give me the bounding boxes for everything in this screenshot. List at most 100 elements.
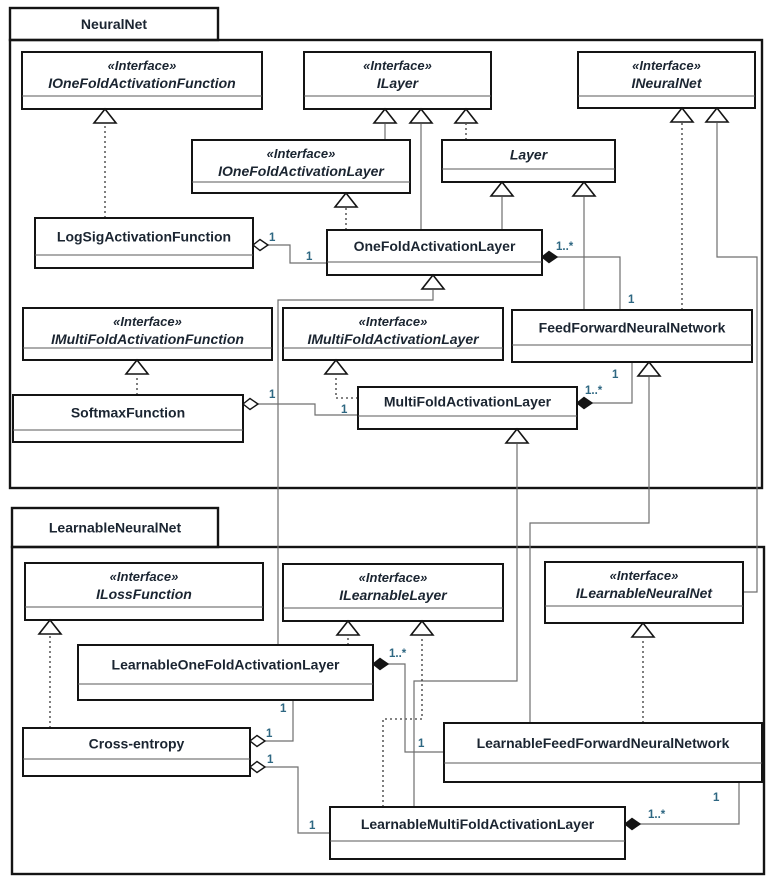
edge-softmax-aggregates-multifold	[257, 403, 358, 416]
node-frame	[357, 386, 578, 430]
edge-crossentropy-aggregates-lmfal	[264, 766, 330, 834]
package-body	[10, 545, 766, 876]
node-name-label: LearnableOneFoldActivationLayer	[112, 657, 340, 673]
class-box-LearnableMultiFoldActivationLayer: LearnableMultiFoldActivationLayer	[329, 806, 626, 860]
edge-lffnn-extends-ffnn	[529, 377, 650, 723]
multiplicity-label: 1	[341, 404, 348, 416]
node-frame	[12, 394, 244, 443]
interface-box-ILayer: «Interface» ILayer	[303, 51, 492, 110]
edge-logsig-aggregates-onefold	[267, 244, 327, 264]
edge-multifold-composes-ffnn	[591, 362, 633, 404]
triangle-arrowhead-onefold-realizes-ionefoldlayer	[333, 191, 359, 208]
triangle-arrowhead-lmfal-realizes-ilearnablelayer	[409, 619, 435, 636]
hollow-diamond-softmax-aggregates-multifold	[241, 397, 260, 411]
stereotype-label: «Interface»	[267, 146, 336, 161]
triangle-arrowhead-lffnn-extends-ffnn	[636, 360, 662, 377]
class-box-MultiFoldActivationLayer: MultiFoldActivationLayer	[357, 386, 578, 430]
node-name-label: LogSigActivationFunction	[57, 229, 231, 245]
triangle-arrowhead-onefold-extends-ilayer	[408, 107, 434, 124]
package-body	[8, 38, 764, 490]
node-frame	[22, 727, 251, 777]
stereotype-label: «Interface»	[110, 569, 179, 584]
stereotype-label: «Interface»	[359, 570, 428, 585]
node-frame	[24, 562, 264, 621]
edge-ilearnablenn-extends-ineuralnet	[716, 123, 758, 593]
node-name-label: MultiFoldActivationLayer	[384, 394, 552, 410]
filled-diamond-onefold-composes-ffnn	[540, 250, 559, 264]
hollow-diamond-crossentropy-aggregates-lmfal	[248, 760, 267, 774]
node-name-label: LearnableFeedForwardNeuralNetwork	[477, 735, 730, 751]
node-frame	[21, 51, 263, 110]
node-name-label: SoftmaxFunction	[71, 405, 185, 421]
edge-lmfal-extends-multifold	[413, 444, 518, 807]
edge-lmfal-realizes-ilearnablelayer	[382, 636, 423, 807]
class-box-SoftmaxFunction: SoftmaxFunction	[12, 394, 244, 443]
multiplicity-label: 1	[267, 754, 274, 766]
interface-box-ILearnableLayer: «Interface»ILearnableLayer	[282, 563, 504, 622]
node-frame	[303, 51, 492, 110]
triangle-arrowhead-ffnn-extends-layer	[571, 180, 597, 197]
node-name-label: LearnableMultiFoldActivationLayer	[361, 816, 595, 832]
triangle-arrowhead-softmax-realizes-imultifoldfunction	[124, 358, 150, 375]
multiplicity-label: 1	[306, 251, 313, 263]
filled-diamond-multifold-composes-ffnn	[575, 396, 594, 410]
edge-crossentropy-aggregates-lofal	[264, 700, 294, 742]
class-box-LogSigActivationFunction: LogSigActivationFunction	[34, 217, 254, 269]
multiplicity-label: 1	[628, 294, 635, 306]
triangle-arrowhead-lofal-extends-onefold	[420, 273, 446, 290]
edge-lmfal-composes-lffnn	[639, 783, 740, 825]
triangle-arrowhead-lffnn-realizes-ilearnablenn	[630, 621, 656, 638]
node-name-label: ILayer	[377, 75, 420, 91]
stereotype-label: «Interface»	[363, 58, 432, 73]
edge-lofal-composes-lffnn	[387, 663, 444, 753]
node-frame	[77, 644, 374, 701]
edge-lines-layer	[49, 123, 758, 834]
stereotype-label: «Interface»	[632, 58, 701, 73]
interface-box-ILearnableNeuralNet: «Interface»ILearnableNeuralNet	[544, 561, 744, 624]
node-name-label: IOneFoldActivationFunction	[48, 75, 235, 91]
multiplicity-label: 1	[418, 738, 425, 750]
node-name-label: OneFoldActivationLayer	[354, 238, 516, 254]
node-frame	[282, 307, 504, 361]
stereotype-label: «Interface»	[359, 314, 428, 329]
multiplicity-label: 1..*	[648, 809, 666, 821]
interface-box-ILossFunction: «Interface»ILossFunction	[24, 562, 264, 621]
stereotype-label: «Interface»	[113, 314, 182, 329]
triangle-arrowhead-onefold-extends-layer	[489, 180, 515, 197]
triangle-arrowhead-layer-realizes-ilayer	[453, 107, 479, 124]
multiplicity-label: 1	[269, 389, 276, 401]
multiplicity-label: 1	[713, 792, 720, 804]
node-name-label: IOneFoldActivationLayer	[218, 163, 385, 179]
multiplicity-label: 1..*	[585, 385, 603, 397]
filled-diamond-lofal-composes-lffnn	[371, 657, 390, 671]
stereotype-label: «Interface»	[108, 58, 177, 73]
triangle-arrowhead-lmfal-extends-multifold	[504, 427, 530, 444]
triangle-arrowhead-ffnn-realizes-ineuralnet	[669, 106, 695, 123]
triangle-arrowhead-ionefoldlayer-extends-ilayer	[372, 107, 398, 124]
node-name-label: Cross-entropy	[89, 736, 185, 752]
node-name-label: ILearnableNeuralNet	[576, 585, 713, 601]
class-box-FeedForwardNeuralNetwork: FeedForwardNeuralNetwork	[511, 309, 753, 363]
node-name-label: IMultiFoldActivationFunction	[51, 331, 244, 347]
package-label: LearnableNeuralNet	[49, 520, 182, 536]
node-frame	[282, 563, 504, 622]
hollow-diamond-logsig-aggregates-onefold	[251, 238, 270, 252]
triangle-arrowhead-multifold-realizes-imultifoldlayer	[323, 358, 349, 375]
node-name-label: INeuralNet	[631, 75, 702, 91]
package-NeuralNet: NeuralNet	[8, 6, 764, 490]
node-frame	[511, 309, 753, 363]
multiplicity-label: 1	[269, 232, 276, 244]
triangle-arrowhead-ilearnablenn-extends-ineuralnet	[704, 106, 730, 123]
node-frame	[34, 217, 254, 269]
interface-box-IOneFoldActivationLayer: «Interface» IOneFoldActivationLayer	[191, 139, 411, 194]
node-frame	[22, 307, 273, 361]
node-frame	[577, 51, 756, 109]
node-name-label: IMultiFoldActivationLayer	[307, 331, 480, 347]
interface-box-IOneFoldActivationFunction: «Interface» IOneFoldActivationFunction	[21, 51, 263, 110]
class-box-Cross-entropy: Cross-entropy	[22, 727, 251, 777]
edge-lofal-extends-onefold	[277, 290, 434, 645]
node-frame	[326, 229, 543, 276]
class-box-LearnableOneFoldActivationLayer: LearnableOneFoldActivationLayer	[77, 644, 374, 701]
